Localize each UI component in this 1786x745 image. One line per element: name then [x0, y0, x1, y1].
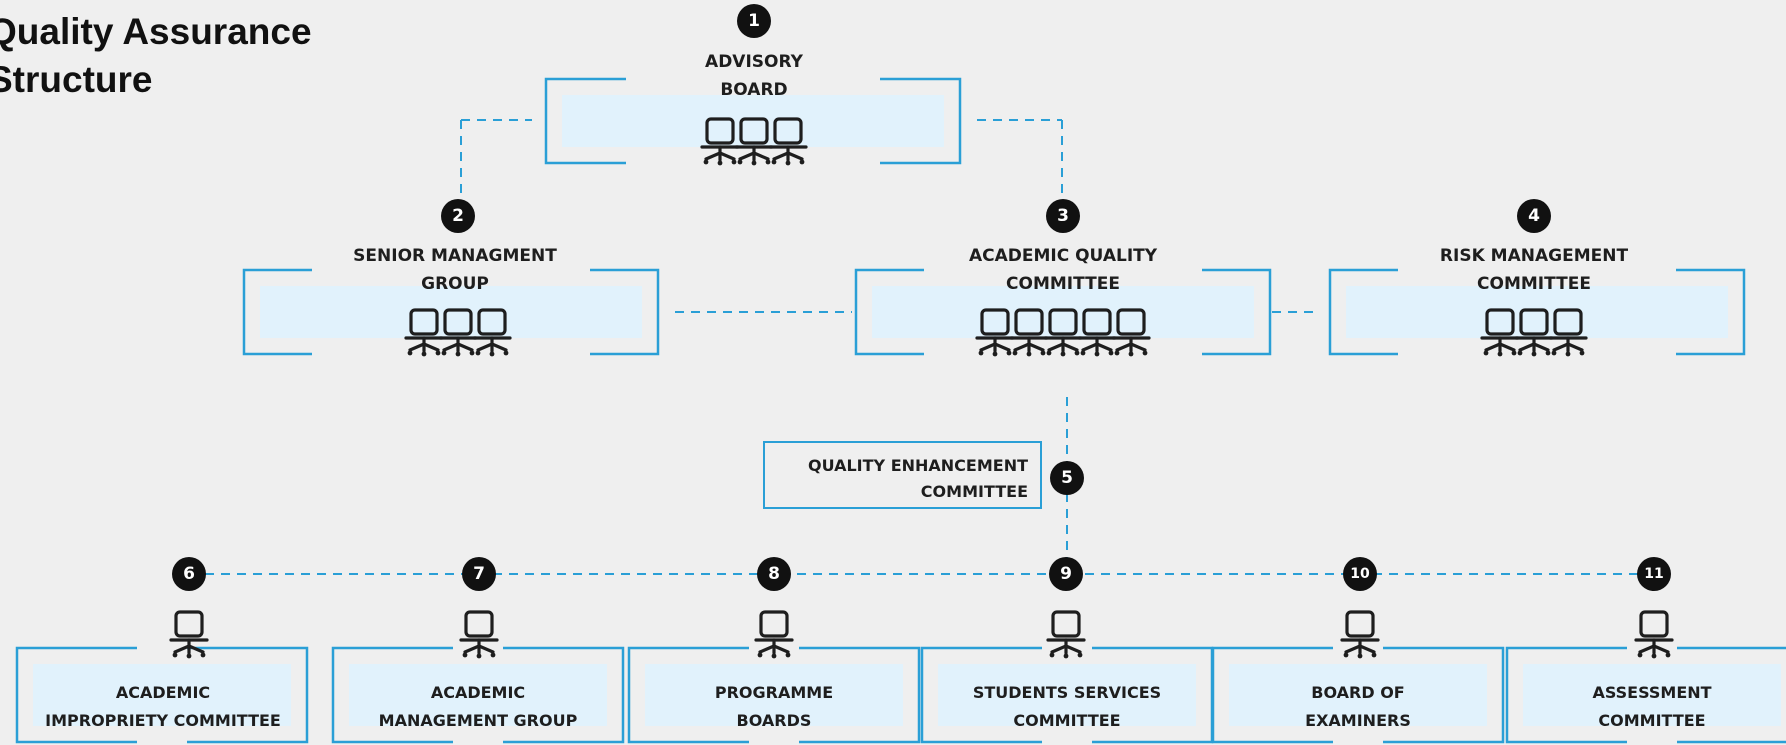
- box-academic-quality-committee-right-bracket: [1202, 268, 1272, 356]
- box-programme-boards-right-bracket: [799, 646, 921, 744]
- badge-programme-boards: 8: [757, 557, 791, 591]
- academic-management-group-chair: [459, 610, 499, 659]
- box-advisory-board-panel: [562, 95, 944, 147]
- risk-management-committee-chair-2: [1514, 308, 1554, 357]
- box-assessment-committee-right-bracket: [1677, 646, 1786, 744]
- advisory-board-chair-1: [700, 117, 740, 166]
- risk-management-committee-chair-1: [1480, 308, 1520, 357]
- badge-academic-quality-committee: 3: [1046, 199, 1080, 233]
- badge-advisory-board: 1: [737, 4, 771, 38]
- advisory-board-chair-3: [768, 117, 808, 166]
- students-services-committee-chair: [1046, 610, 1086, 659]
- badge-academic-impropriety-committee: 6: [172, 557, 206, 591]
- academic-quality-committee-chair-4: [1077, 308, 1117, 357]
- badge-quality-enhancement-committee: 5: [1050, 461, 1084, 495]
- box-academic-management-group-left-bracket: [331, 646, 453, 744]
- box-academic-impropriety-committee-left-bracket: [15, 646, 137, 744]
- box-academic-management-group-panel: [349, 664, 607, 726]
- box-assessment-committee-left-bracket: [1505, 646, 1627, 744]
- badge-students-services-committee: 9: [1049, 557, 1083, 591]
- box-students-services-committee-panel: [938, 664, 1196, 726]
- programme-boards-chair: [754, 610, 794, 659]
- academic-quality-committee-chair-3: [1043, 308, 1083, 357]
- academic-quality-committee-chair-2: [1009, 308, 1049, 357]
- box-academic-impropriety-committee-right-bracket: [187, 646, 309, 744]
- academic-quality-committee-chair-5: [1111, 308, 1151, 357]
- box-risk-management-committee-panel: [1346, 286, 1728, 338]
- box-board-of-examiners-left-bracket: [1211, 646, 1333, 744]
- box-risk-management-committee-left-bracket: [1328, 268, 1398, 356]
- badge-assessment-committee: 11: [1637, 557, 1671, 591]
- senior-management-group-chair-3: [472, 308, 512, 357]
- badge-senior-management-group: 2: [441, 199, 475, 233]
- box-academic-management-group-right-bracket: [503, 646, 625, 744]
- badge-academic-management-group: 7: [462, 557, 496, 591]
- risk-management-committee-chair-3: [1548, 308, 1588, 357]
- box-senior-management-group-left-bracket: [242, 268, 312, 356]
- box-risk-management-committee-right-bracket: [1676, 268, 1746, 356]
- board-of-examiners-chair: [1340, 610, 1380, 659]
- box-students-services-committee-left-bracket: [920, 646, 1042, 744]
- box-academic-quality-committee-panel: [872, 286, 1254, 338]
- assessment-committee-chair: [1634, 610, 1674, 659]
- box-programme-boards-panel: [645, 664, 903, 726]
- box-advisory-board-right-bracket: [880, 77, 962, 165]
- box-board-of-examiners-right-bracket: [1383, 646, 1505, 744]
- senior-management-group-chair-1: [404, 308, 444, 357]
- title-line-2: Structure: [0, 59, 153, 100]
- academic-impropriety-committee-chair: [169, 610, 209, 659]
- box-senior-management-group-panel: [260, 286, 642, 338]
- box-advisory-board-left-bracket: [544, 77, 626, 165]
- senior-management-group-chair-2: [438, 308, 478, 357]
- badge-board-of-examiners: 10: [1343, 557, 1377, 591]
- academic-quality-committee-chair-1: [975, 308, 1015, 357]
- badge-risk-management-committee: 4: [1517, 199, 1551, 233]
- advisory-board-chair-2: [734, 117, 774, 166]
- box-academic-quality-committee-left-bracket: [854, 268, 924, 356]
- box-assessment-committee-panel: [1523, 664, 1781, 726]
- box-board-of-examiners-panel: [1229, 664, 1487, 726]
- box-programme-boards-left-bracket: [627, 646, 749, 744]
- box-senior-management-group-right-bracket: [590, 268, 660, 356]
- box-academic-impropriety-committee-panel: [33, 664, 291, 726]
- title-line-1: Quality Assurance: [0, 11, 312, 52]
- page-title: Quality Assurance Structure: [0, 8, 312, 104]
